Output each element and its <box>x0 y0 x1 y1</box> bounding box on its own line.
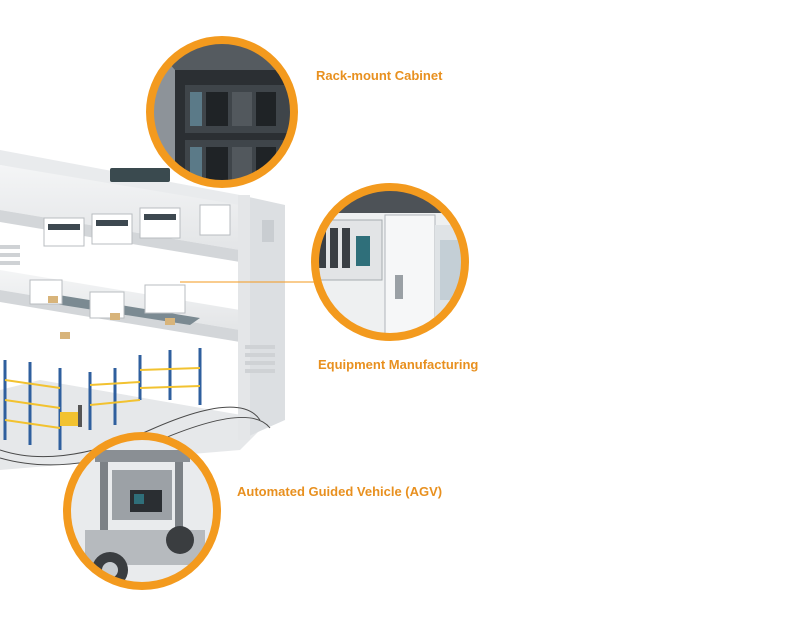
callout-label-equipment-manufacturing: Equipment Manufacturing <box>318 357 479 372</box>
callout-label-rack-mount-cabinet: Rack-mount Cabinet <box>316 68 443 83</box>
conveyor-middle <box>29 279 200 339</box>
callout-rack-mount-cabinet <box>146 36 298 188</box>
callout-label-agv: Automated Guided Vehicle (AGV) <box>237 484 443 499</box>
callout-equipment-manufacturing <box>311 183 469 341</box>
callout-agv <box>63 432 221 590</box>
assembly-line-top <box>43 168 231 247</box>
